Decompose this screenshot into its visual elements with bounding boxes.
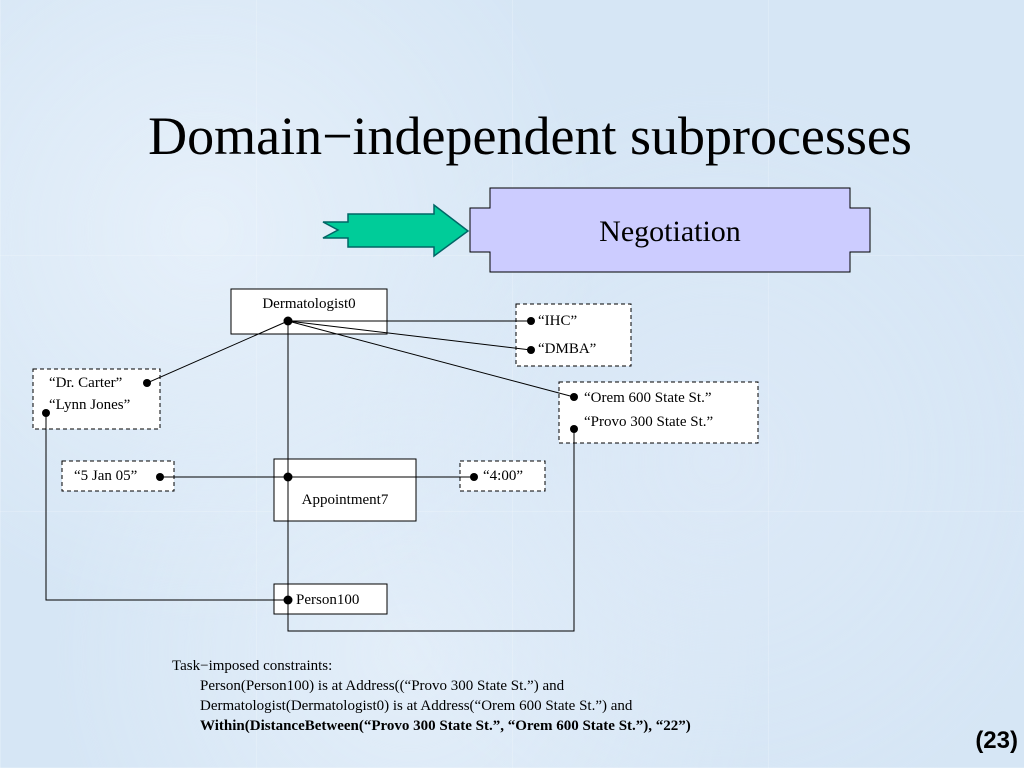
link-name-person xyxy=(45,413,288,601)
dot-lynnjones xyxy=(42,409,50,417)
constraints-block: Task−imposed constraints: Person(Person1… xyxy=(172,656,691,736)
date-box xyxy=(61,460,175,492)
dot-appointment xyxy=(283,472,293,482)
dmba-label: “DMBA” xyxy=(538,341,597,357)
dot-dmba xyxy=(527,346,535,354)
address-box xyxy=(558,381,759,444)
orem-label: “Orem 600 State St.” xyxy=(584,390,712,406)
dot-date xyxy=(156,473,164,481)
appointment-label: Appointment7 xyxy=(301,492,389,508)
lynn-jones-label: “Lynn Jones” xyxy=(49,397,131,413)
dot-drcarter xyxy=(143,379,151,387)
constraint-line-1: Person(Person100) is at Address((“Provo … xyxy=(200,678,565,694)
constraint-line-3: Within(DistanceBetween(“Provo 300 State … xyxy=(200,718,691,734)
link-derm-dmba xyxy=(287,320,532,351)
ihc-label: “IHC” xyxy=(538,313,578,329)
negotiation-label: Negotiation xyxy=(599,215,741,248)
constraints-heading: Task−imposed constraints: xyxy=(172,658,333,674)
arrow-icon xyxy=(322,203,470,258)
dot-dermatologist xyxy=(283,316,293,326)
time-label: “4:00” xyxy=(483,468,523,484)
dermatologist-label: Dermatologist0 xyxy=(262,296,356,312)
provo-label: “Provo 300 State St.” xyxy=(584,414,714,430)
appointment-box xyxy=(273,458,417,522)
date-label: “5 Jan 05” xyxy=(74,468,138,484)
dot-provo xyxy=(570,425,578,433)
link-derm-orem xyxy=(287,320,575,398)
person-box xyxy=(273,583,388,615)
page-number: (23) xyxy=(975,727,1018,754)
dot-orem xyxy=(570,393,578,401)
dot-person xyxy=(283,595,293,605)
page-title: Domain−independent subprocesses xyxy=(148,106,912,166)
dot-time xyxy=(470,473,478,481)
dot-ihc xyxy=(527,317,535,325)
negotiation-box xyxy=(469,187,871,273)
person-label: Person100 xyxy=(296,592,360,608)
constraint-line-2: Dermatologist(Dermatologist0) is at Addr… xyxy=(200,698,633,714)
dr-carter-label: “Dr. Carter” xyxy=(49,375,123,391)
institution-box xyxy=(515,303,632,367)
link-derm-drcarter xyxy=(146,320,289,384)
name-box xyxy=(32,368,161,430)
